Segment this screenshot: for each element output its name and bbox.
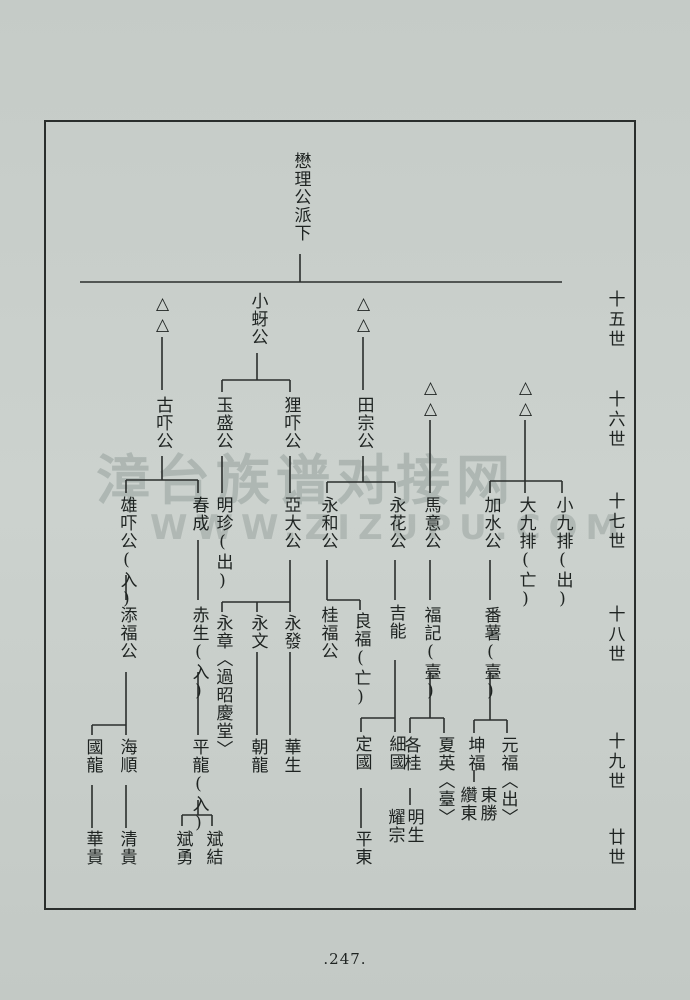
watermark-url: WWW.ZIZUPU.COM <box>150 508 628 548</box>
genealogy-frame <box>44 120 636 910</box>
col4-g17: 馬意公 <box>420 496 441 550</box>
col1-b2-g20a: 斌勇 <box>172 830 193 866</box>
col3-g17a: 永和公 <box>317 496 338 550</box>
col5-g20b: 東勝 <box>476 786 497 822</box>
col3-g19a: 定國 <box>351 735 372 771</box>
col1-b1-g17: 雄吓公(入) <box>116 496 137 610</box>
col5-g20a: 纘東 <box>456 786 477 822</box>
root-ancestor: 懋理公派下 <box>290 152 311 242</box>
col2-g19b: 朝龍 <box>247 738 268 774</box>
col5-g17a: 加水公 <box>480 496 501 550</box>
col5-g17c: 小九排(出) <box>552 496 573 610</box>
col1-b1-g19a: 國龍 <box>82 738 103 774</box>
col2-g16a: 玉盛公 <box>212 396 233 450</box>
col4-g19b: 夏英〈臺〉 <box>434 736 455 826</box>
col1-b1-g19b: 海順 <box>116 738 137 774</box>
col2-g16b: 狸吓公 <box>280 396 301 450</box>
col3-g18b: 吉能 <box>385 604 406 640</box>
col4-g16-marker: △△ <box>420 378 441 420</box>
col5-g18a: 番薯(臺) <box>480 606 501 702</box>
generation-label-16: 十六世 <box>604 390 625 450</box>
col5-g16-marker: △△ <box>515 378 536 420</box>
col3-g18a2: 良福(亡) <box>350 612 371 708</box>
col4-g19a: 各桂 <box>400 736 421 772</box>
col4-g20a: 耀宗 <box>384 808 405 844</box>
col1-g15-marker: △△ <box>152 294 173 336</box>
generation-label-18: 十八世 <box>604 605 625 665</box>
col2-g18a: 永章〈過昭慶堂〉 <box>212 614 233 758</box>
col3-g20a: 平東 <box>351 830 372 866</box>
col3-g15-marker: △△ <box>353 294 374 336</box>
col1-b2-g19: 平龍(入) <box>188 738 209 834</box>
col5-g19b: 元福〈出〉 <box>497 736 518 826</box>
generation-label-19: 十九世 <box>604 732 625 792</box>
col2-g17a: 明珍(出) <box>212 496 233 592</box>
col1-b2-g17: 春成 <box>188 496 209 532</box>
col2-g17b: 亞大公 <box>280 496 301 550</box>
col1-b1-g18: 添福公 <box>116 606 137 660</box>
page-number: .247. <box>323 950 367 968</box>
col3-g18a1: 桂福公 <box>317 606 338 660</box>
col2-g18c: 永發 <box>280 614 301 650</box>
col2-g15-name: 小蚜公 <box>247 292 268 346</box>
col1-b1-g20b: 清貴 <box>116 830 137 866</box>
col1-b2-g20b: 斌結 <box>202 830 223 866</box>
col1-b1-g20a: 華貴 <box>82 830 103 866</box>
col3-g16-name: 田宗公 <box>353 396 374 450</box>
generation-label-17: 十七世 <box>604 492 625 552</box>
col5-g17b: 大九排(亡) <box>515 496 536 610</box>
col3-g17b: 永花公 <box>385 496 406 550</box>
generation-label-15: 十五世 <box>604 290 625 350</box>
col2-g18b: 永文 <box>247 614 268 650</box>
col1-g16-name: 古吓公 <box>152 396 173 450</box>
col1-b2-g18: 赤生(入) <box>188 606 209 702</box>
col4-g20b: 明生 <box>403 808 424 844</box>
col2-g19c: 華生 <box>280 738 301 774</box>
col5-g19a: 坤福 <box>464 736 485 772</box>
col3-g19b: 細國 <box>385 735 406 771</box>
generation-label-20: 廿世 <box>604 828 625 868</box>
col4-g18: 福記(臺) <box>420 606 441 702</box>
